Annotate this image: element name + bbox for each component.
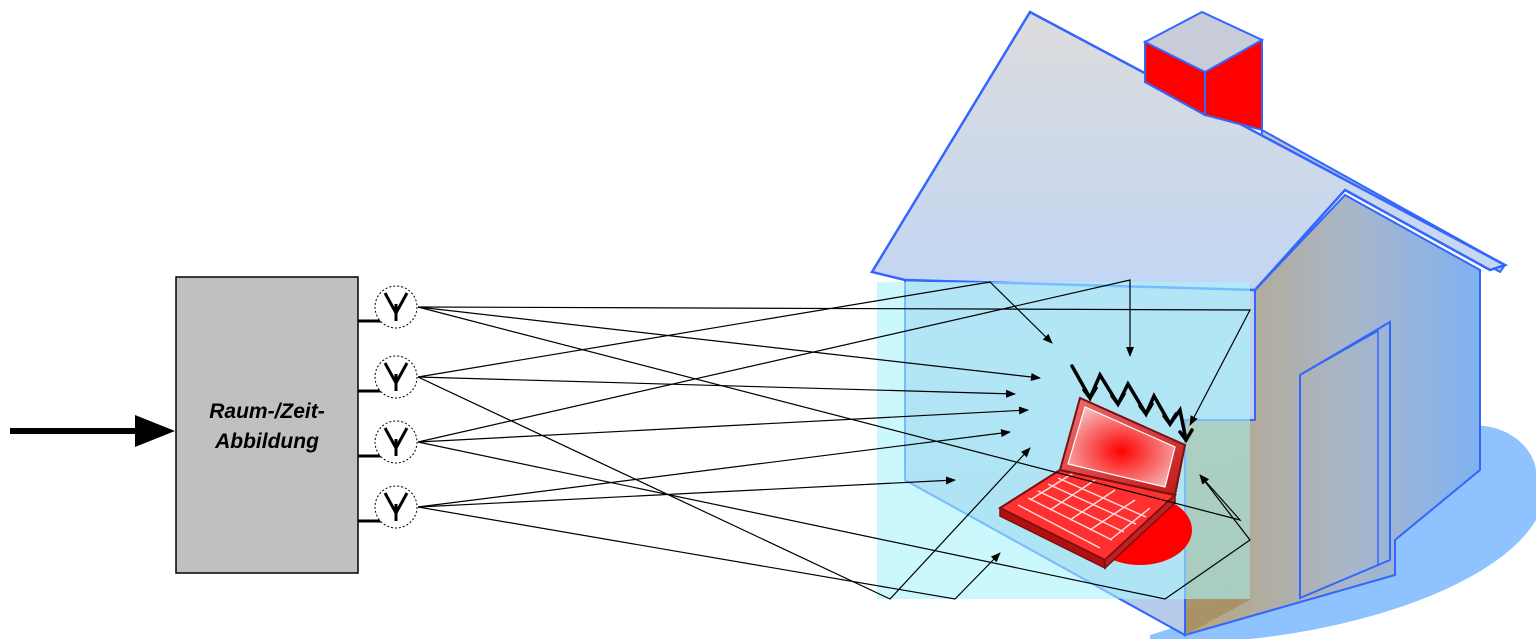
signal-paths (417, 279, 1251, 600)
antenna-icon (358, 355, 418, 399)
space-time-mapping-block (175, 276, 359, 574)
house-door (1299, 320, 1391, 600)
received-signal-arrows (1070, 364, 1194, 444)
block-label-line2: Abbildung (214, 430, 319, 453)
laptop-keyboard (1017, 471, 1151, 549)
antenna-icon (358, 285, 418, 329)
input-arrow-icon (10, 415, 175, 447)
antenna-array (358, 285, 418, 529)
laptop-screen (1067, 406, 1176, 488)
antenna-icon (358, 485, 418, 529)
house-roof (870, 10, 1509, 292)
laptop-icon (997, 396, 1192, 570)
block-label-line1: Raum-/Zeit- (209, 400, 325, 423)
chimney (1142, 10, 1265, 132)
antenna-icon (358, 420, 418, 464)
